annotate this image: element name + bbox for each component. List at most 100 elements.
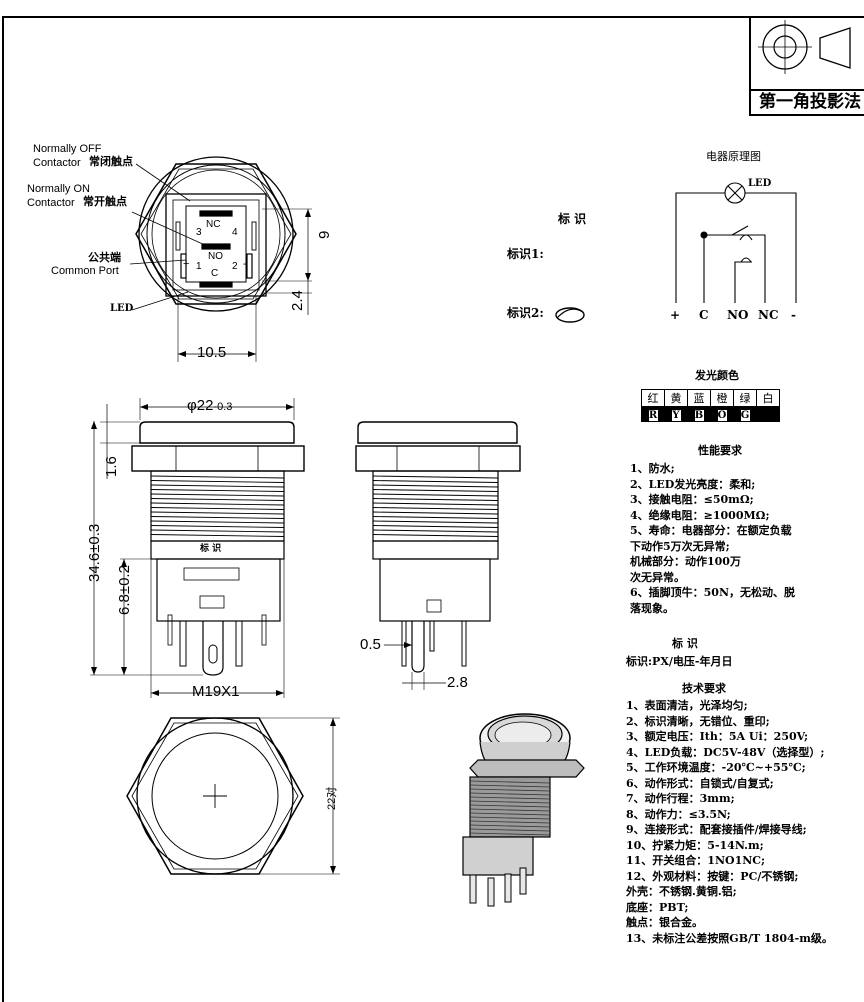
thread-line bbox=[150, 493, 285, 497]
title-block: 第一角投影法 bbox=[749, 16, 864, 116]
thread-line bbox=[469, 780, 551, 784]
color-name-green: 绿 bbox=[733, 389, 757, 407]
color-code-cell bbox=[756, 406, 780, 422]
thread-line bbox=[372, 516, 499, 519]
terminal-plus: + bbox=[670, 308, 681, 322]
dim-total-length: 34.6±0.3 bbox=[86, 523, 103, 582]
common-label-en: Common Port bbox=[51, 265, 119, 277]
thread-line bbox=[469, 824, 551, 828]
performance-line: 机械部分：动作100万 bbox=[630, 555, 741, 568]
pin-1-label: 1 bbox=[196, 261, 202, 272]
no-label-cn: 常开触点 bbox=[83, 195, 127, 208]
dim-pin-length: 6.8±0.2 bbox=[116, 565, 133, 615]
thread-line bbox=[150, 511, 285, 515]
top-view bbox=[129, 156, 312, 362]
thread-line bbox=[469, 784, 551, 788]
isometric-view bbox=[462, 713, 585, 907]
dim-pin-width: 2.8 bbox=[447, 674, 468, 691]
technical-line: 3、额定电压：Ith：5A Ui：250V; bbox=[626, 730, 809, 743]
technical-line: 外壳：不锈钢.黄铜.铝; bbox=[626, 885, 737, 898]
thread-line bbox=[372, 520, 499, 524]
color-name-orange: 橙 bbox=[710, 389, 734, 407]
performance-line: 下动作5万次无异常; bbox=[630, 539, 730, 553]
color-name-white: 白 bbox=[756, 389, 780, 407]
thread-line bbox=[150, 502, 285, 506]
circuit-led-label: LED bbox=[748, 178, 772, 189]
technical-line: 10、拧紧力矩：5-14N.m; bbox=[626, 838, 764, 852]
thread-line bbox=[469, 808, 551, 812]
terminal-minus: - bbox=[791, 308, 796, 322]
terminal-c: C bbox=[699, 308, 709, 322]
thread-line bbox=[372, 525, 499, 528]
technical-line: 12、外观材料：按键：PC/不锈钢; bbox=[626, 869, 799, 883]
pin-c-label: C bbox=[211, 268, 219, 279]
color-code-cell: G bbox=[733, 406, 757, 422]
performance-list: 1、防水;2、LED发光亮度：柔和;3、接触电阻：≤50mΩ;4、绝缘电阻：≥1… bbox=[630, 461, 795, 616]
performance-line: 4、绝缘电阻：≥1000MΩ; bbox=[630, 508, 770, 522]
dim-thread: M19X1 bbox=[192, 683, 240, 700]
technical-line: 6、动作形式：自锁式/自复式; bbox=[626, 776, 774, 790]
thread-line bbox=[150, 516, 285, 519]
color-name-blue: 蓝 bbox=[687, 389, 711, 407]
identification-title: 标 识 bbox=[672, 637, 698, 650]
marking-2-label: 标识2: bbox=[507, 306, 544, 320]
first-angle-projection-symbol bbox=[758, 20, 851, 74]
terminal-no: NO bbox=[727, 308, 749, 322]
mark-panel-label: 标 识 bbox=[200, 544, 222, 554]
pin-3-label: 3 bbox=[196, 227, 202, 238]
marking-logo-icon bbox=[555, 307, 585, 323]
dim-diameter: φ22-0.3 bbox=[187, 397, 233, 414]
pin-2-label: 2 bbox=[232, 261, 238, 272]
color-name-red: 红 bbox=[641, 389, 665, 407]
thread-line bbox=[372, 484, 499, 488]
color-code-cell: R bbox=[641, 406, 665, 422]
color-table: 红 黄 蓝 橙 绿 白 R Y B O G bbox=[641, 389, 780, 422]
thread-line bbox=[150, 498, 285, 501]
thread-line bbox=[372, 502, 499, 506]
technical-line: 9、连接形式：配套接插件/焊接导线; bbox=[626, 823, 807, 836]
pin-minus-label: - bbox=[243, 258, 247, 270]
front-side-view bbox=[90, 398, 305, 698]
thread-line bbox=[150, 520, 285, 524]
thread-line bbox=[469, 788, 551, 792]
marking-1-label: 标识1: bbox=[507, 247, 544, 261]
thread-line bbox=[372, 475, 499, 479]
technical-line: 11、开关组合：1NO1NC; bbox=[626, 854, 766, 867]
technical-title: 技术要求 bbox=[682, 682, 726, 695]
dim-pin-thickness: 0.5 bbox=[360, 636, 381, 653]
thread-line bbox=[150, 480, 285, 483]
nc-label-en1: Normally OFF bbox=[33, 143, 102, 155]
thread-line bbox=[469, 816, 551, 820]
technical-line: 底座：PBT; bbox=[626, 900, 689, 914]
thread-line bbox=[469, 812, 551, 816]
technical-line: 2、标识清晰，无错位、重印; bbox=[626, 714, 770, 728]
color-code-g: G bbox=[740, 409, 750, 421]
thread-line bbox=[469, 792, 551, 796]
no-label-en2: Contactor bbox=[27, 197, 75, 209]
technical-line: 8、动作力：≤3.5N; bbox=[626, 807, 731, 821]
thread-line bbox=[150, 534, 285, 537]
nc-label-en2: Contactor bbox=[33, 157, 81, 169]
performance-line: 5、寿命：电器部分：在额定负载 bbox=[630, 524, 792, 537]
dim-hex-across: 22对 bbox=[326, 786, 338, 810]
color-code-o: O bbox=[717, 409, 727, 421]
technical-line: 触点：银合金。 bbox=[626, 916, 703, 929]
thread-line bbox=[469, 828, 551, 832]
color-name-yellow: 黄 bbox=[664, 389, 688, 407]
right-side-view bbox=[355, 421, 521, 690]
color-code-cell: B bbox=[687, 406, 711, 422]
circuit-diagram bbox=[675, 182, 797, 303]
thread-line bbox=[372, 498, 499, 501]
identification-text: 标识:PX/电压-年月日 bbox=[626, 655, 733, 668]
thread-line bbox=[372, 529, 499, 533]
thread-line bbox=[372, 511, 499, 515]
pin-no-label: NO bbox=[208, 251, 223, 262]
thread-line bbox=[372, 480, 499, 483]
thread-line bbox=[372, 507, 499, 510]
thread-line bbox=[150, 484, 285, 488]
circuit-title: 电器原理图 bbox=[706, 150, 761, 163]
technical-line: 13、未标注公差按照GB/T 1804-m级。 bbox=[626, 931, 833, 945]
thread-line bbox=[372, 534, 499, 537]
